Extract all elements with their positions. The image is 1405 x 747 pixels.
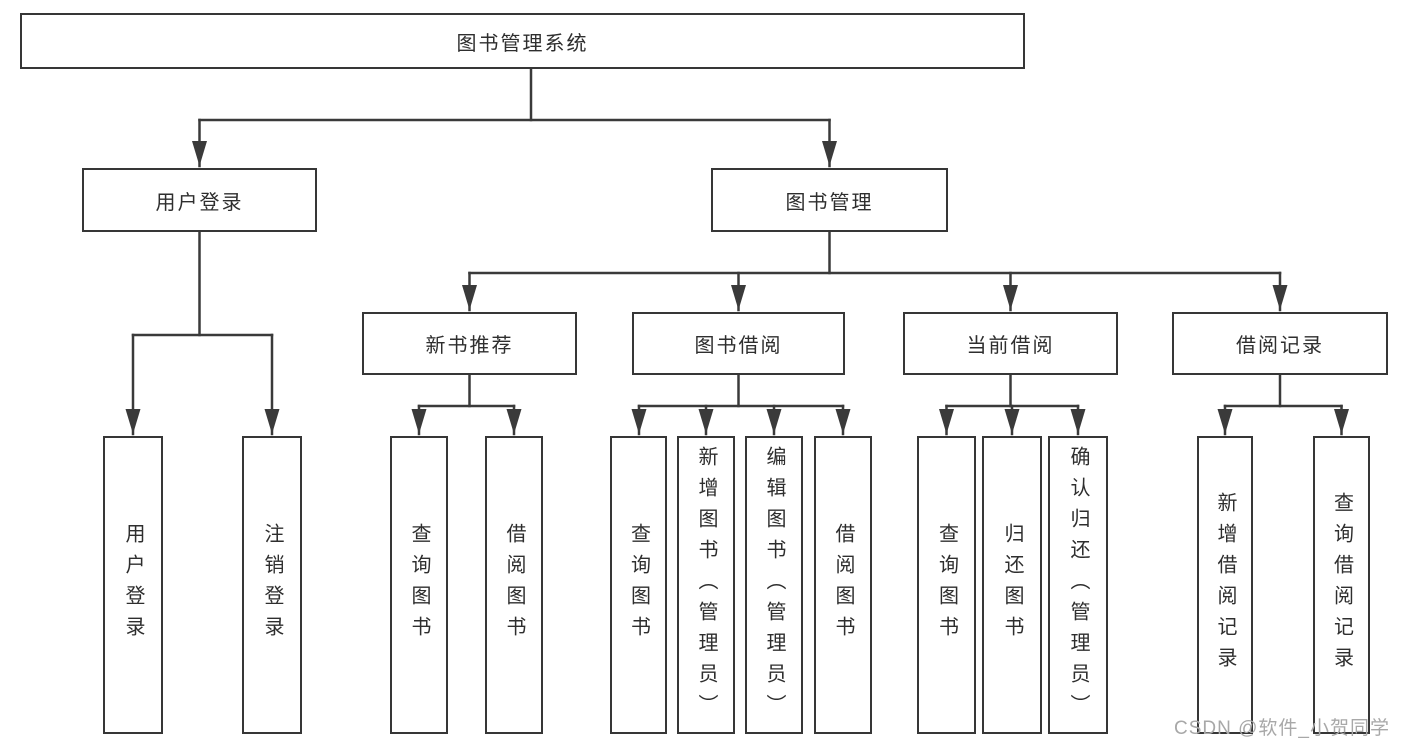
leaf-logout-login: 注销登录 (242, 436, 302, 734)
leaf-user-login: 用户登录 (103, 436, 163, 734)
leaf-label: 注销登录 (261, 523, 283, 647)
leaf-query-books-2: 查询图书 (610, 436, 667, 734)
leaf-return-books: 归还图书 (982, 436, 1042, 734)
node-new-book-recommend: 新书推荐 (362, 312, 577, 375)
leaf-label: 新增图书（管理员） (695, 445, 717, 725)
leaf-label: 用户登录 (122, 523, 144, 647)
leaf-label: 归还图书 (1001, 523, 1023, 647)
leaf-confirm-return-admin: 确认归还（管理员） (1048, 436, 1108, 734)
node-borrow-records: 借阅记录 (1172, 312, 1388, 375)
node-current-borrow: 当前借阅 (903, 312, 1118, 375)
leaf-add-borrow-record: 新增借阅记录 (1197, 436, 1253, 734)
leaf-add-books-admin: 新增图书（管理员） (677, 436, 735, 734)
leaf-label: 借阅图书 (832, 523, 854, 647)
leaf-label: 查询图书 (408, 523, 430, 647)
leaf-query-books-1: 查询图书 (390, 436, 448, 734)
leaf-label: 确认归还（管理员） (1067, 445, 1089, 725)
leaf-query-books-3: 查询图书 (917, 436, 976, 734)
node-book-management: 图书管理 (711, 168, 948, 232)
csdn-watermark: CSDN @软件_小贺同学 (1174, 718, 1390, 739)
leaf-label: 新增借阅记录 (1214, 492, 1236, 678)
node-user-login: 用户登录 (82, 168, 317, 232)
leaf-query-borrow-record: 查询借阅记录 (1313, 436, 1370, 734)
leaf-borrow-books-1: 借阅图书 (485, 436, 543, 734)
node-library-management-system: 图书管理系统 (20, 13, 1025, 69)
leaf-label: 查询图书 (935, 523, 958, 647)
leaf-label: 借阅图书 (503, 523, 525, 647)
node-book-borrow: 图书借阅 (632, 312, 845, 375)
leaf-edit-books-admin: 编辑图书（管理员） (745, 436, 803, 734)
leaf-borrow-books-2: 借阅图书 (814, 436, 872, 734)
leaf-label: 编辑图书（管理员） (763, 445, 785, 725)
leaf-label: 查询借阅记录 (1330, 492, 1353, 678)
leaf-label: 查询图书 (627, 523, 650, 647)
